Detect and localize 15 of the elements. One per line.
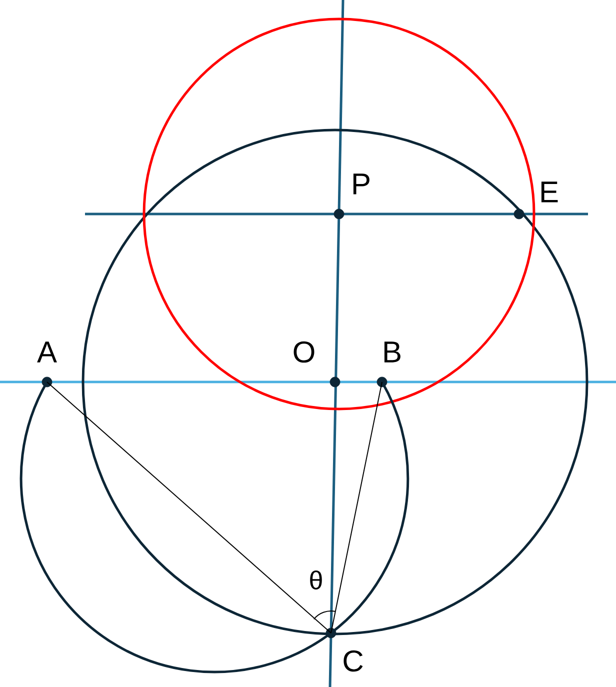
point-label: O	[294, 341, 314, 363]
angle-label: θ	[310, 570, 322, 590]
line-segment	[46, 382, 332, 634]
point-label: P	[353, 174, 370, 194]
point	[42, 376, 52, 388]
point-label: C	[344, 650, 363, 672]
point	[326, 628, 336, 638]
point	[330, 376, 340, 388]
point-label: A	[37, 342, 57, 362]
point-label: E	[541, 182, 558, 202]
point-label: B	[384, 342, 400, 362]
point	[334, 208, 344, 220]
line-segment	[330, 382, 382, 634]
point	[514, 208, 524, 220]
point	[376, 376, 388, 388]
